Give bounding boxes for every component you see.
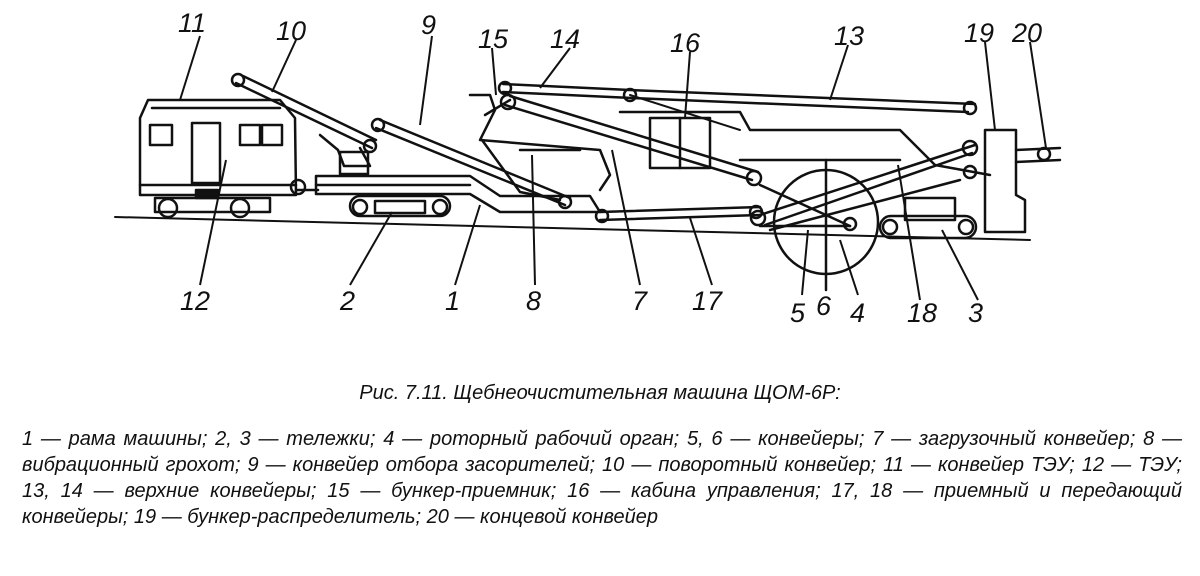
callout-19: 19 bbox=[964, 18, 994, 48]
leader-15 bbox=[491, 47, 497, 96]
leader-11 bbox=[179, 35, 201, 101]
callout-10: 10 bbox=[276, 16, 306, 46]
leader-18 bbox=[897, 164, 921, 301]
callout-13: 13 bbox=[834, 21, 864, 51]
callout-15: 15 bbox=[478, 24, 509, 54]
callout-20: 20 bbox=[1011, 18, 1042, 48]
leader-1 bbox=[454, 204, 481, 286]
callout-1: 1 bbox=[445, 286, 460, 316]
machine-body bbox=[618, 110, 992, 177]
callout-18: 18 bbox=[907, 298, 937, 328]
callout-14: 14 bbox=[550, 24, 580, 54]
callout-17: 17 bbox=[692, 286, 723, 316]
figure-caption: Рис. 7.11. Щебнеочистительная машина ЩОМ… bbox=[359, 382, 841, 404]
callout-4: 4 bbox=[850, 298, 865, 328]
leader-8 bbox=[531, 154, 536, 286]
callout-12: 12 bbox=[180, 286, 210, 316]
callout-11: 11 bbox=[178, 8, 206, 38]
front-bogie bbox=[348, 194, 452, 218]
callout-5: 5 bbox=[790, 298, 806, 328]
callout-16: 16 bbox=[670, 28, 701, 58]
leader-12 bbox=[199, 159, 227, 286]
callout-9: 9 bbox=[421, 10, 436, 40]
end-conveyor bbox=[1014, 146, 1062, 164]
leader-7 bbox=[611, 149, 641, 286]
callout-7: 7 bbox=[632, 286, 648, 316]
receiving-conveyor bbox=[594, 204, 764, 224]
leader-13 bbox=[829, 44, 849, 101]
hopper-and-screen bbox=[468, 93, 612, 202]
leader-19 bbox=[984, 41, 996, 131]
leader-20 bbox=[1029, 41, 1047, 149]
leader-17 bbox=[689, 217, 713, 286]
leader-14 bbox=[539, 47, 571, 89]
machine-diagram: 11 10 9 15 14 16 13 19 20 12 2 1 8 7 17 … bbox=[114, 8, 1062, 328]
leader-4 bbox=[839, 239, 859, 296]
rear-bogie bbox=[878, 196, 978, 240]
callout-3: 3 bbox=[968, 298, 983, 328]
figure-legend: 1 — рама машины; 2, 3 — тележки; 4 — рот… bbox=[22, 428, 1182, 528]
leader-2 bbox=[349, 211, 393, 286]
callout-6: 6 bbox=[816, 291, 832, 321]
callout-2: 2 bbox=[339, 286, 355, 316]
leader-16 bbox=[684, 51, 691, 119]
rotor-conveyors bbox=[749, 139, 979, 232]
upper-conveyors bbox=[497, 80, 978, 131]
leader-3 bbox=[941, 229, 979, 301]
distributor-hopper bbox=[983, 128, 1027, 234]
callout-8: 8 bbox=[526, 286, 541, 316]
ground-line bbox=[114, 216, 1031, 241]
rotor bbox=[758, 158, 880, 292]
loading-conveyor bbox=[499, 93, 763, 187]
teu-car bbox=[138, 98, 320, 219]
leader-5 bbox=[801, 229, 809, 296]
leader-10 bbox=[271, 39, 297, 93]
rotating-conveyor bbox=[230, 72, 378, 176]
leader-9 bbox=[419, 35, 433, 126]
